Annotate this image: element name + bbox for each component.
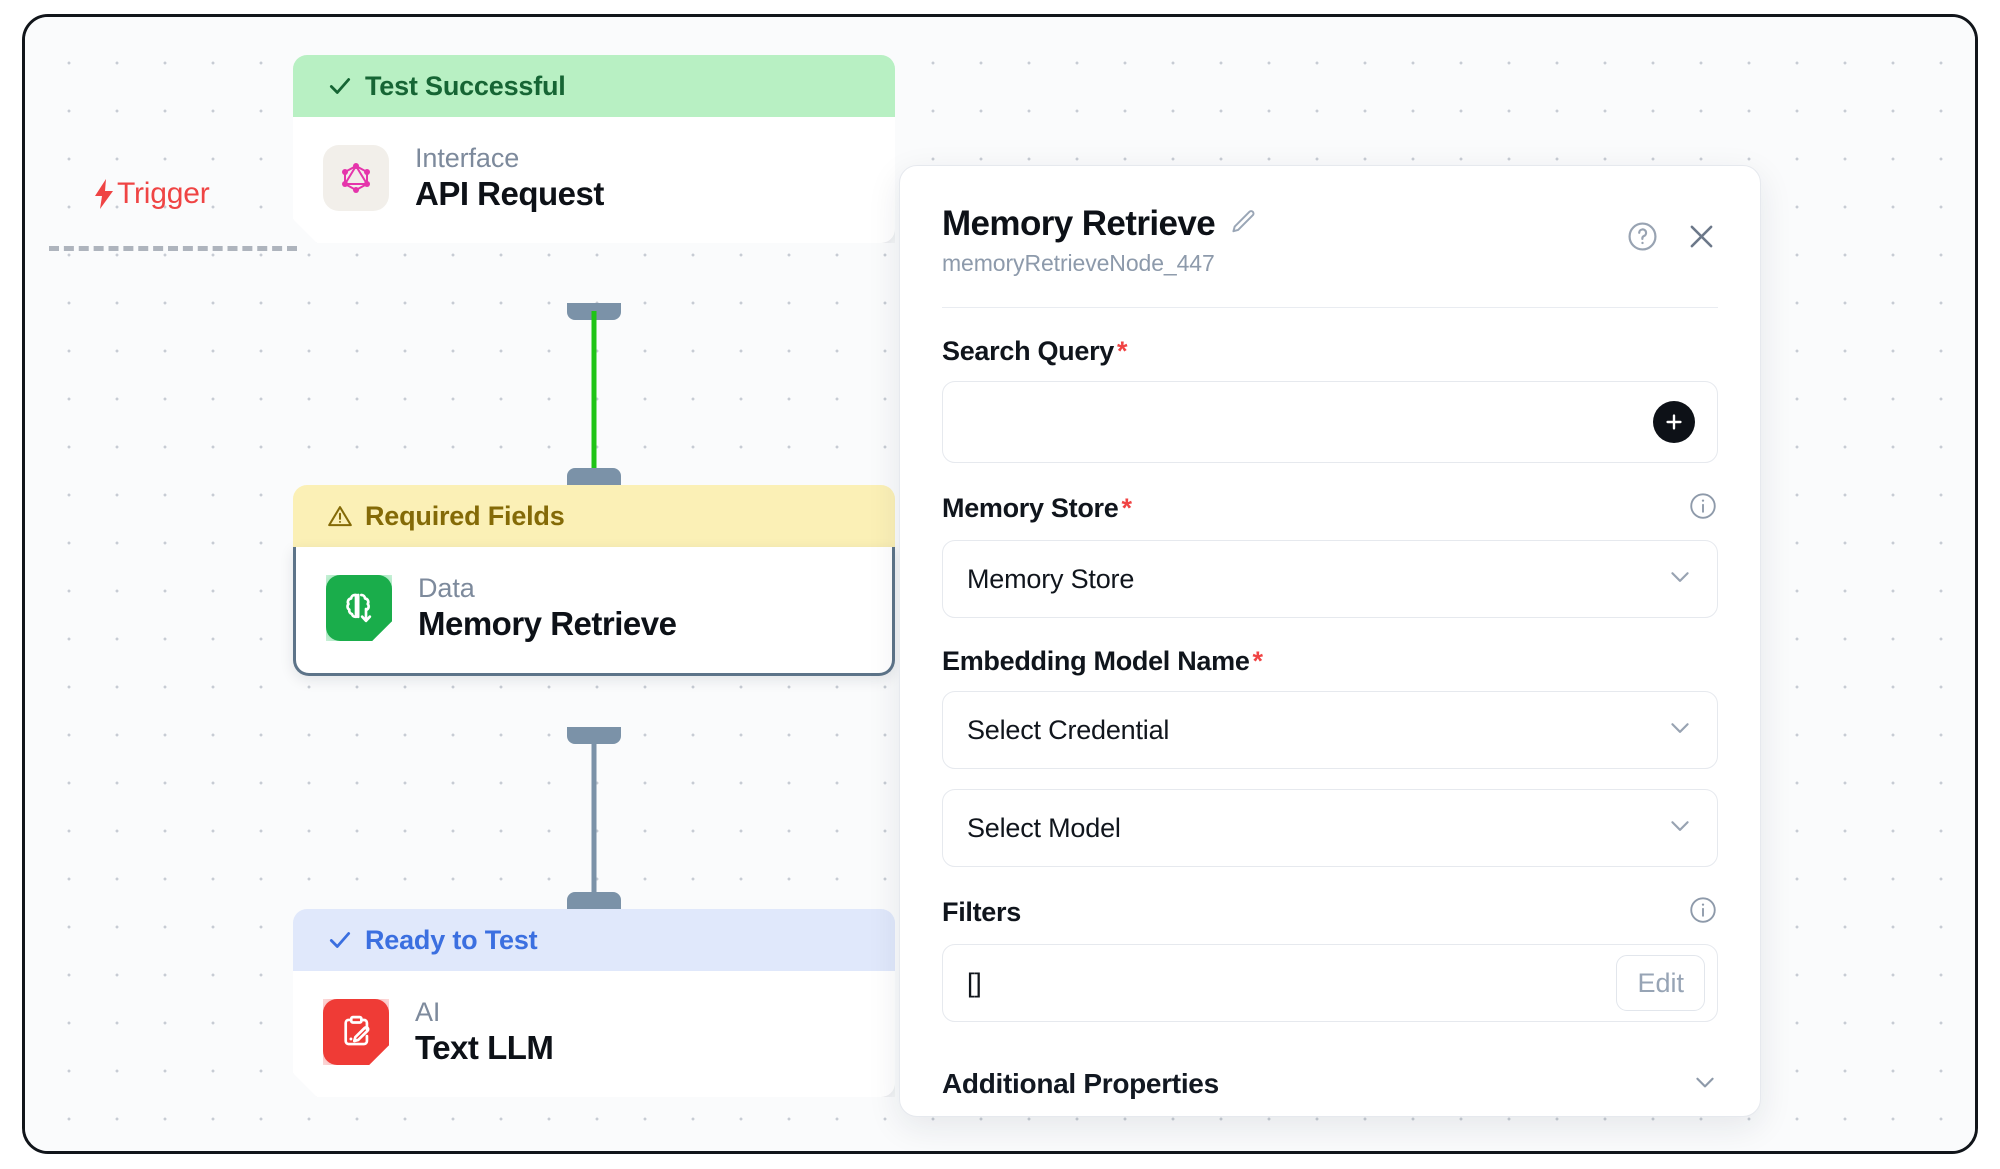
additional-properties-section[interactable]: Additional Properties (942, 1068, 1718, 1100)
field-label-text: Memory Store (942, 493, 1119, 523)
additional-properties-label: Additional Properties (942, 1068, 1219, 1099)
filters-value: [] (967, 967, 982, 998)
info-icon[interactable] (1688, 491, 1718, 526)
node-card[interactable]: Data Memory Retrieve (293, 547, 895, 676)
edge-handle-target[interactable] (567, 892, 621, 909)
chevron-down-icon[interactable] (1667, 564, 1693, 595)
trigger-dashed-line (49, 246, 297, 251)
node-category: AI (415, 997, 441, 1027)
header-divider (942, 307, 1718, 308)
trigger-text: Trigger (117, 177, 210, 210)
field-label-text: Embedding Model Name (942, 646, 1250, 676)
field-label-text: Search Query (942, 336, 1114, 366)
edge-api-to-memory[interactable] (293, 303, 895, 485)
status-banner-required-fields: Required Fields (293, 485, 895, 547)
select-model-dropdown[interactable]: Select Model (942, 789, 1718, 867)
filters-edit-button[interactable]: Edit (1616, 955, 1705, 1011)
help-circle-icon[interactable] (1626, 220, 1659, 253)
graphql-icon (323, 145, 389, 211)
trigger-label: Trigger (93, 177, 210, 211)
select-credential-dropdown[interactable]: Select Credential (942, 691, 1718, 769)
select-credential-value: Select Credential (967, 714, 1170, 745)
select-model-value: Select Model (967, 812, 1121, 843)
brain-download-icon (326, 575, 392, 641)
memory-store-value: Memory Store (967, 563, 1135, 594)
workflow-node-api-request[interactable]: Test Successful (293, 55, 895, 243)
node-inspector-panel: Memory Retrieve memoryRetrieveNode_447 (899, 165, 1761, 1117)
node-category: Data (418, 573, 475, 603)
node-id-label: memoryRetrieveNode_447 (942, 250, 1215, 276)
node-category: Interface (415, 143, 520, 173)
status-banner-ready-to-test: Ready to Test (293, 909, 895, 971)
node-title: API Request (415, 175, 604, 212)
node-card[interactable]: AI Text LLM (293, 971, 895, 1097)
edge-wire (591, 311, 597, 477)
pencil-icon[interactable] (1229, 208, 1257, 241)
node-title: Memory Retrieve (418, 605, 677, 642)
field-filters: Filters [] Edit (942, 895, 1718, 1022)
chevron-down-icon[interactable] (1667, 715, 1693, 746)
node-card[interactable]: Interface API Request (293, 117, 895, 243)
edge-memory-to-llm[interactable] (293, 727, 895, 909)
lightning-bolt-icon (93, 179, 115, 209)
field-label: Search Query* (942, 336, 1128, 367)
info-icon[interactable] (1688, 895, 1718, 930)
status-label: Ready to Test (365, 924, 538, 955)
field-label: Memory Store* (942, 493, 1132, 524)
field-label-text: Filters (942, 897, 1021, 927)
edge-wire (591, 735, 597, 901)
required-asterisk: * (1252, 646, 1264, 676)
check-icon (327, 927, 353, 953)
check-icon (327, 73, 353, 99)
workflow-canvas[interactable]: Trigger Test Successful (25, 17, 1975, 1151)
search-query-input[interactable] (942, 381, 1718, 463)
panel-header: Memory Retrieve memoryRetrieveNode_447 (942, 204, 1718, 277)
workflow-node-memory-retrieve[interactable]: Required Fields Data Mem (293, 485, 895, 676)
close-icon[interactable] (1685, 220, 1718, 253)
field-label: Filters (942, 897, 1021, 928)
warning-triangle-icon (327, 503, 353, 529)
field-search-query: Search Query* (942, 336, 1718, 463)
required-asterisk: * (1121, 493, 1132, 523)
edge-handle-target[interactable] (567, 468, 621, 485)
field-memory-store: Memory Store* Memory Store (942, 491, 1718, 618)
chevron-down-icon[interactable] (1667, 813, 1693, 844)
plus-icon[interactable] (1653, 401, 1695, 443)
field-label: Embedding Model Name* (942, 646, 1263, 677)
status-label: Test Successful (365, 70, 566, 101)
chevron-down-icon[interactable] (1692, 1069, 1718, 1100)
memory-store-select[interactable]: Memory Store (942, 540, 1718, 618)
status-banner-test-successful: Test Successful (293, 55, 895, 117)
workflow-node-text-llm[interactable]: Ready to Test AI Text LL (293, 909, 895, 1097)
filters-input[interactable]: [] Edit (942, 944, 1718, 1022)
field-embedding-model-name: Embedding Model Name* Select Credential … (942, 646, 1718, 867)
page-title: Memory Retrieve (942, 204, 1216, 243)
clipboard-pencil-icon (323, 999, 389, 1065)
required-asterisk: * (1117, 336, 1128, 366)
status-label: Required Fields (365, 500, 565, 531)
app-window: Trigger Test Successful (22, 14, 1978, 1154)
node-title: Text LLM (415, 1029, 554, 1066)
